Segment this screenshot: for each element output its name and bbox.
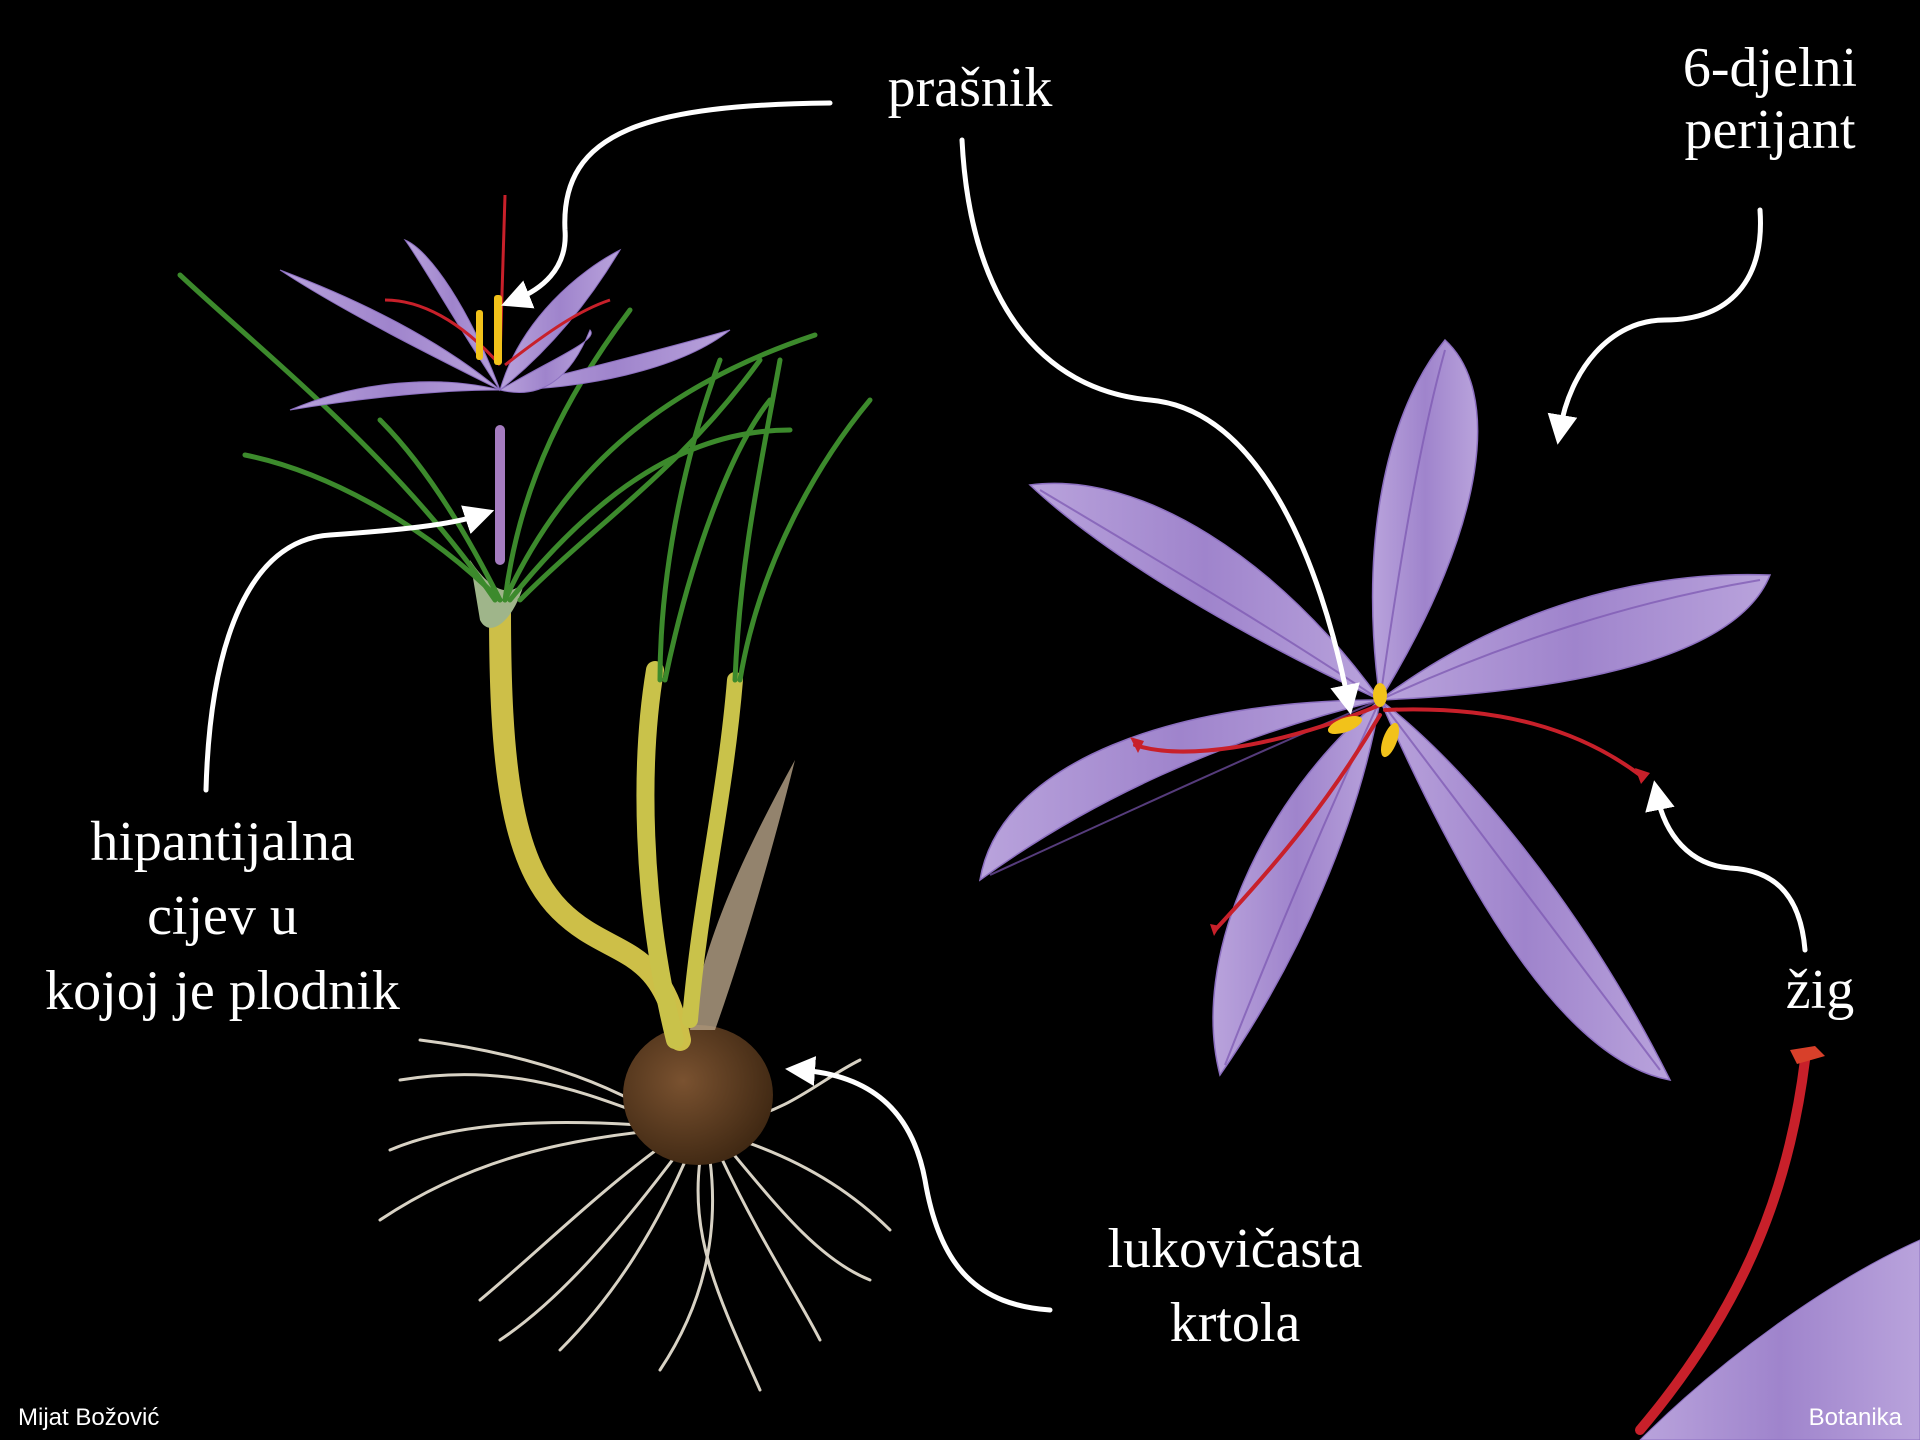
arrow-prasnik-to-small-flower xyxy=(515,103,830,300)
label-prasnik: prašnik xyxy=(840,58,1100,120)
label-hipantijalna-line3: kojoj je plodnik xyxy=(10,954,435,1028)
label-krtola-line2: krtola xyxy=(1075,1286,1395,1360)
label-perijant-line2: perijant xyxy=(1640,100,1900,162)
label-perijant: 6-djelni perijant xyxy=(1640,38,1900,161)
label-hipantijalna: hipantijalna cijev u kojoj je plodnik xyxy=(10,805,435,1028)
label-hipantijalna-line2: cijev u xyxy=(10,879,435,953)
corm xyxy=(623,1025,773,1165)
small-flower xyxy=(280,240,730,410)
stigma-tips xyxy=(1130,737,1650,936)
label-zig-text: žig xyxy=(1755,960,1885,1022)
whole-plant-illustration xyxy=(180,195,890,1390)
label-prasnik-text: prašnik xyxy=(840,58,1100,120)
label-zig: žig xyxy=(1755,960,1885,1022)
footer-author: Mijat Božović xyxy=(18,1404,159,1432)
label-krtola: lukovičasta krtola xyxy=(1075,1212,1395,1361)
petal-veins xyxy=(990,350,1760,1070)
label-krtola-line1: lukovičasta xyxy=(1075,1212,1395,1286)
label-perijant-line1: 6-djelni xyxy=(1640,38,1900,100)
stems xyxy=(500,430,735,1040)
label-hipantijalna-line1: hipantijalna xyxy=(10,805,435,879)
arrow-zig xyxy=(1657,795,1805,950)
arrow-perijant xyxy=(1560,210,1760,430)
footer-subject: Botanika xyxy=(1809,1404,1902,1432)
arrow-hipantijalna xyxy=(206,515,480,790)
arrow-krtola xyxy=(800,1070,1050,1310)
